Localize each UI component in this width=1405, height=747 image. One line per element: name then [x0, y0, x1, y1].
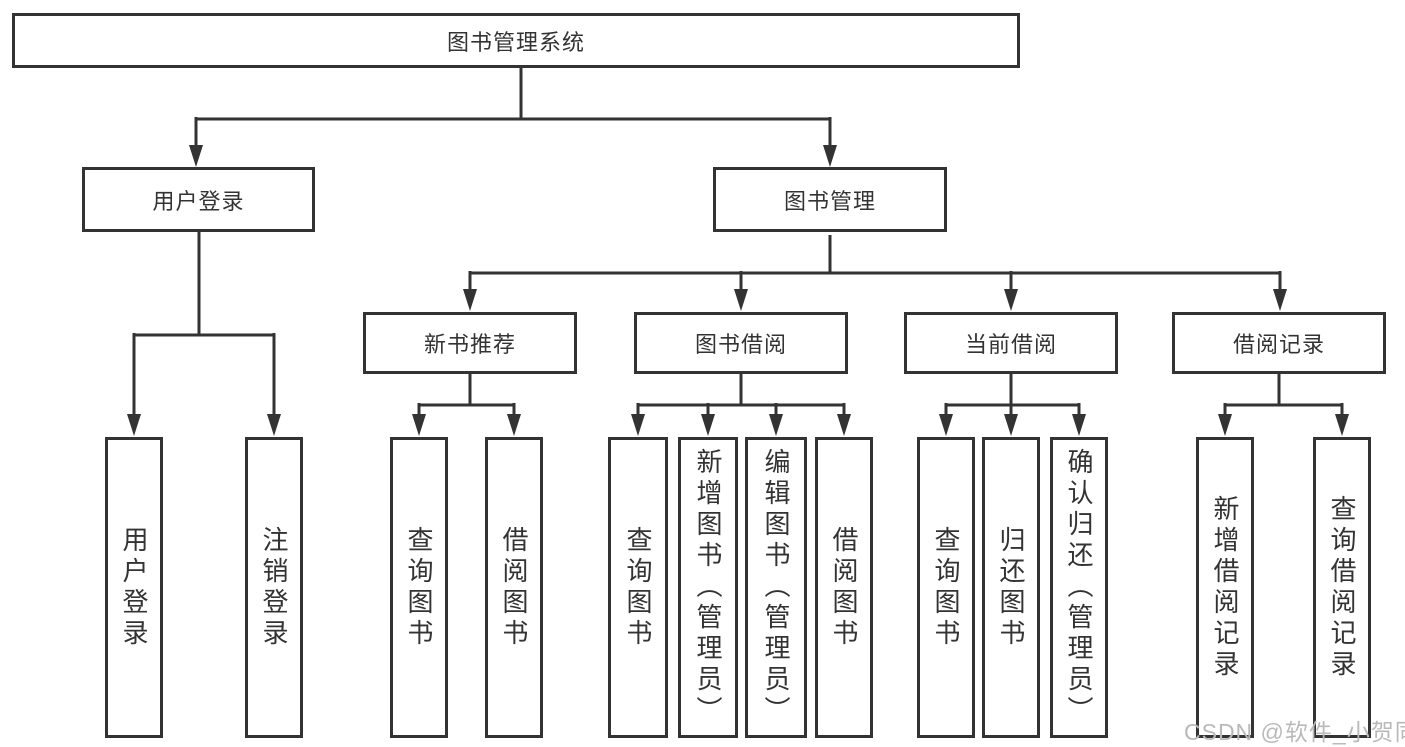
leaf-add-borrow-record: 新增借阅记录 [1196, 437, 1254, 738]
node-new-book-recommendation: 新书推荐 [363, 312, 577, 374]
node-book-borrowing: 图书借阅 [634, 312, 848, 374]
leaf-query-books-recommend: 查询图书 [390, 437, 448, 738]
watermark-text: CSDN @软件_小贺同学 [1184, 719, 1405, 745]
node-book-management: 图书管理 [713, 167, 947, 232]
leaf-query-books-borrow: 查询图书 [608, 437, 668, 738]
leaf-user-login: 用户登录 [105, 437, 163, 738]
leaf-logout: 注销登录 [245, 437, 303, 738]
leaf-borrow-books-recommend: 借阅图书 [485, 437, 543, 738]
leaf-query-books-current: 查询图书 [917, 437, 975, 738]
leaf-query-borrow-record: 查询借阅记录 [1313, 437, 1371, 738]
leaf-edit-book-admin: 编辑图书（管理员） [745, 437, 807, 738]
node-current-borrowing: 当前借阅 [904, 312, 1118, 374]
arrowhead-icons [127, 145, 1349, 436]
node-user-login: 用户登录 [82, 167, 315, 232]
leaf-add-book-admin: 新增图书（管理员） [678, 437, 738, 738]
node-library-system: 图书管理系统 [12, 13, 1020, 68]
leaf-confirm-return-admin: 确认归还（管理员） [1050, 437, 1108, 738]
node-borrow-records: 借阅记录 [1172, 312, 1386, 374]
leaf-return-book: 归还图书 [982, 437, 1040, 738]
leaf-borrow-books-borrow: 借阅图书 [815, 437, 873, 738]
